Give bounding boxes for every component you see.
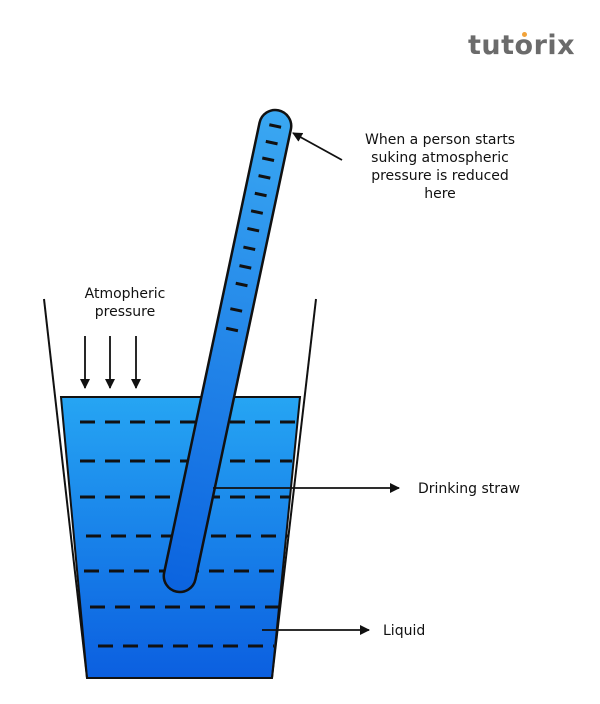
atmos-label-line: Atmopheric — [84, 286, 166, 302]
suction-label: When a person starts suking atmospheric … — [345, 131, 535, 203]
glass-left-wall — [43, 298, 88, 679]
drinking-straw-label: Drinking straw — [418, 481, 521, 497]
logo-accent-dot — [522, 32, 527, 37]
suction-label-line: When a person starts — [364, 132, 516, 148]
atmos-label-line: pressure — [94, 304, 156, 320]
suction-label-line: here — [424, 186, 456, 202]
suction-label-line: suking atmospheric — [371, 150, 509, 166]
atmospheric-pressure-arrows — [80, 336, 141, 389]
liquid-label: Liquid — [383, 623, 426, 639]
atmospheric-pressure-label: Atmopheric pressure — [62, 285, 188, 321]
drinking-straw — [162, 108, 293, 594]
tutorix-logo: tutorix — [468, 30, 576, 61]
straw-dash-marks — [225, 123, 282, 333]
suction-arrow — [292, 132, 343, 161]
suction-label-line: pressure is reduced — [371, 168, 509, 184]
